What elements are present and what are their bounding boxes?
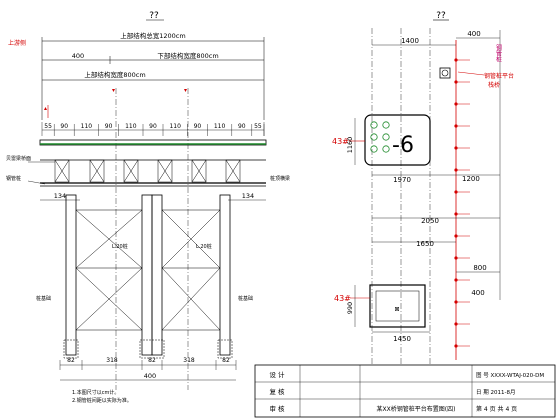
svg-text:1970: 1970 [393,176,411,184]
svg-text:桩顶横梁: 桩顶横梁 [270,175,290,182]
drawing-title: 某XX桥钢管桩平台布置图(四) [377,405,456,413]
dim-400: 400 [72,52,84,60]
pile-circle [382,121,390,129]
svg-text:400: 400 [471,289,484,297]
mag-label: 钢管桩 [495,43,502,63]
centerline-right: ▾ [184,87,189,390]
spacing-label: 90 [194,123,202,130]
svg-text:1160: 1160 [346,137,354,154]
spacing-label: 90 [105,123,113,130]
pile-circle [370,133,378,141]
pile-label-a: 43# [332,137,349,146]
svg-text:1650: 1650 [416,240,434,248]
spacing-label: 110 [81,123,93,130]
right-plan-view: ?? -6 43# ⊠ 43# [332,11,514,365]
spacing-label: 110 [125,123,137,130]
svg-text:▴: ▴ [44,105,47,112]
note-1: 1.本图尺寸以cm计。 [72,389,119,396]
pile-cap-upper: -6 43# [332,114,431,166]
svg-text:L.20桩: L.20桩 [112,243,128,250]
svg-text:贝雷梁桥面: 贝雷梁桥面 [6,155,31,162]
dim-span-total: 上部结构总宽1200cm [120,31,185,40]
pile-circle [370,121,378,129]
truss-units [54,159,241,183]
spacing-label: 110 [169,123,181,130]
svg-text:82: 82 [148,357,156,364]
deck-side-tags: 贝雷梁桥面 钢管桩 桩顶横梁 [6,155,290,185]
title-block: 设 计 复 核 审 核 某XX桥钢管桩平台布置图(四) 图 号 XXXX-WTA… [254,364,556,418]
role-check: 复 核 [269,387,285,396]
svg-text:82: 82 [222,357,230,364]
spacing-label: 55 [254,123,262,130]
left-red-label: 上游侧 [8,39,26,47]
pile-footings [63,339,233,359]
svg-text:L.20桩: L.20桩 [196,243,212,250]
svg-text:990: 990 [346,302,354,314]
drawing-no: 图 号 XXXX-WTAJ-020-DM [476,371,544,379]
pile-cap-lower: ⊠ 43# [334,284,426,328]
svg-text:1400: 1400 [401,37,419,45]
red-boundary [454,40,470,360]
svg-text:318: 318 [183,357,195,364]
pile-circle [382,145,390,153]
role-design: 设 计 [269,370,285,379]
svg-text:桩基础: 桩基础 [36,295,51,302]
svg-text:2050: 2050 [421,217,439,225]
svg-text:400: 400 [144,372,156,380]
left-elevation-view: ?? 上游侧 上部结构总宽1200cm 400 下部结构宽度800cm 上部结构… [6,11,290,404]
spacing-label: 90 [149,123,157,130]
pile-label-b: 43# [334,294,351,303]
svg-text:▾: ▾ [112,87,115,94]
left-view-title: ?? [149,11,159,21]
svg-text:钢管桩: 钢管桩 [6,175,21,182]
svg-text:134: 134 [242,192,254,200]
svg-text:318: 318 [106,357,118,364]
dim-lower: 上部结构宽度800cm [84,70,145,79]
plan-axes [371,28,431,365]
spacing-label: 90 [238,123,246,130]
svg-text:▾: ▾ [184,87,187,94]
svg-text:1450: 1450 [393,335,411,343]
right-view-title: ?? [436,11,446,21]
deck-structure [39,139,267,187]
role-review: 审 核 [269,404,285,413]
svg-text:800: 800 [473,264,486,272]
spacing-label: 110 [214,123,226,130]
red-tag-1: 钢管桩平台 [484,72,514,80]
svg-text:134: 134 [54,192,66,200]
red-side-marker: ▴ [44,105,49,118]
pile-circle [370,145,378,153]
pier-columns [65,194,231,356]
pier-marker: -6 [392,133,414,158]
red-tag-2: 栈桥 [488,81,500,89]
note-2: 2.钢管桩间距以实际为准。 [72,397,132,404]
drawing-date: 日 期 2011-8月 [476,389,515,396]
pier-bracing [75,209,221,331]
svg-text:1200: 1200 [462,175,480,183]
pile-circle [382,133,390,141]
centerline-left: ▾ [112,87,117,390]
svg-text:400: 400 [467,30,480,38]
anchor-marker [439,67,451,79]
spacing-label: 55 [44,123,52,130]
svg-text:82: 82 [67,357,75,364]
spacing-label: 90 [60,123,68,130]
overall-dimension [41,37,265,120]
spacing-labels: 55 90 110 90 110 90 110 90 110 90 55 [44,123,265,136]
svg-text:桩基础: 桩基础 [238,295,253,302]
dim-mid: 下部结构宽度800cm [157,51,218,60]
drawing-sheet: 第 4 页 共 4 页 [476,405,517,413]
svg-text:⊠: ⊠ [394,306,399,313]
